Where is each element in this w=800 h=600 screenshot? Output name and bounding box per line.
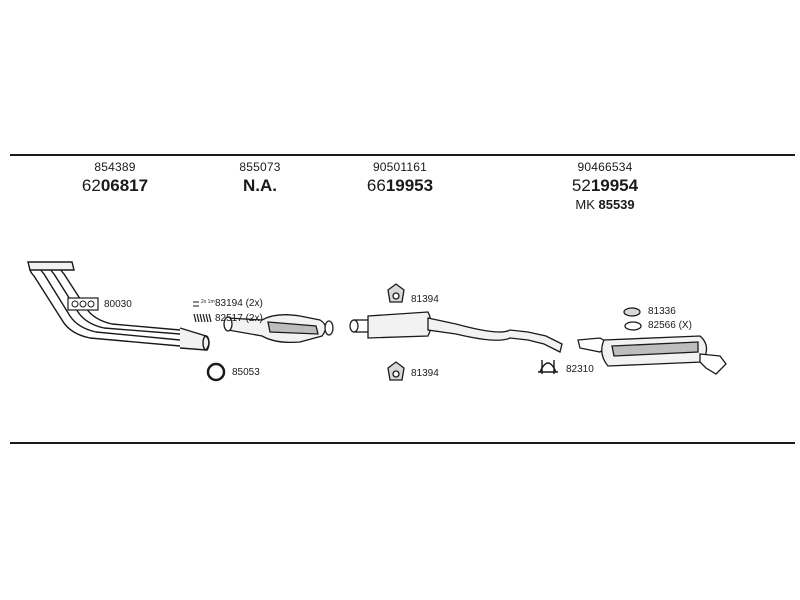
label-manifold-gasket: 80030 xyxy=(104,299,132,310)
oe-number: 90501161 xyxy=(372,160,428,174)
manifold-gasket[interactable] xyxy=(67,297,99,311)
oe-number: 90466534 xyxy=(577,160,633,174)
part-number[interactable]: 5219954 xyxy=(571,176,639,195)
label-spring-bolts: 82517 (2x) xyxy=(215,313,263,324)
top-divider xyxy=(10,154,795,156)
column-1-header: 854389 6206817 xyxy=(60,160,170,196)
mounting-kit-number[interactable]: MK 85539 xyxy=(575,197,635,212)
label-rear-ring-gasket: 82566 (X) xyxy=(648,320,692,331)
middle-silencer[interactable] xyxy=(349,311,563,353)
spring-bolts[interactable] xyxy=(193,313,212,323)
part-number[interactable]: 6206817 xyxy=(81,176,149,195)
bottom-divider xyxy=(10,442,795,444)
exhaust-manifold[interactable] xyxy=(27,261,210,351)
label-rear-rubber-mount: 81336 xyxy=(648,306,676,317)
rear-rubber-mount[interactable] xyxy=(623,307,641,317)
part-number[interactable]: N.A. xyxy=(243,176,277,195)
rear-silencer[interactable] xyxy=(577,335,727,375)
label-ring-gasket: 85053 xyxy=(232,367,260,378)
label-bolt-kit: 83194 (2x) xyxy=(215,298,263,309)
oe-number: 854389 xyxy=(94,160,136,174)
column-3-header: 90501161 6619953 xyxy=(335,160,465,196)
label-clamp: 82310 xyxy=(566,364,594,375)
rear-ring-gasket[interactable] xyxy=(624,321,642,331)
label-kit-tiny: 2x 1m xyxy=(201,299,215,305)
oe-number: 855073 xyxy=(239,160,281,174)
column-4-header: 90466534 5219954 MK 85539 xyxy=(540,160,670,212)
pipe-clamp[interactable] xyxy=(538,360,558,374)
label-rubber-mount-top: 81394 xyxy=(411,294,439,305)
catalytic-converter[interactable] xyxy=(223,314,334,344)
rubber-mount-bottom[interactable] xyxy=(387,361,405,381)
rubber-mount-top[interactable] xyxy=(387,283,405,303)
label-rubber-mount-bottom: 81394 xyxy=(411,368,439,379)
part-number[interactable]: 6619953 xyxy=(366,176,434,195)
column-2-header: 855073 N.A. xyxy=(205,160,315,196)
bolt-kit[interactable] xyxy=(193,301,199,307)
ring-gasket[interactable] xyxy=(206,362,226,382)
